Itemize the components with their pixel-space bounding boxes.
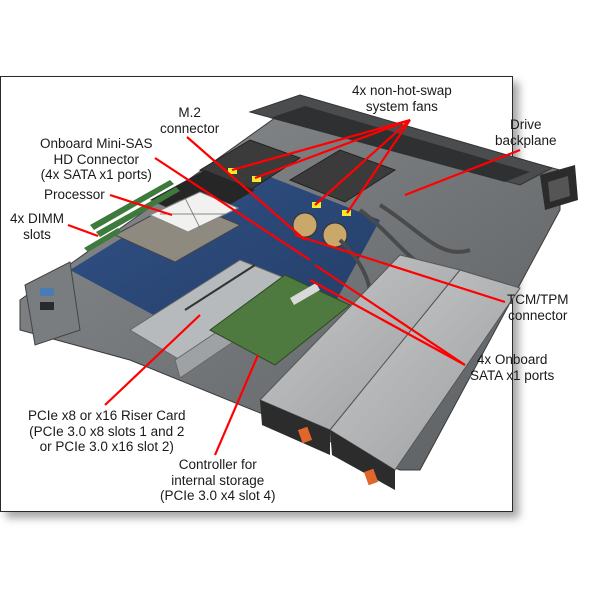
- label-line: slots: [23, 226, 51, 242]
- label-line: Drive: [510, 117, 542, 132]
- label-line: M.2: [178, 105, 201, 120]
- label-tcm-tpm-connector: TCM/TPM connector: [507, 292, 569, 323]
- label-line: connector: [160, 120, 220, 136]
- label-line: SATA x1 ports: [470, 367, 555, 383]
- storage-controller-card: [209, 274, 351, 366]
- label-line: TCM/TPM: [507, 292, 569, 307]
- label-line: Processor: [44, 187, 105, 202]
- label-line: (PCIe 3.0 x4 slot 4): [160, 488, 276, 503]
- label-line: system fans: [365, 98, 438, 114]
- label-line: 4x non-hot-swap: [352, 83, 452, 98]
- label-line: internal storage: [171, 472, 265, 488]
- label-line: PCIe x8 or x16 Riser Card: [28, 408, 186, 423]
- label-line: Onboard Mini-SAS: [40, 136, 153, 151]
- label-line: Controller for: [178, 457, 257, 472]
- label-drive-backplane: Drive backplane: [495, 117, 557, 148]
- power-supplies: [259, 254, 521, 490]
- label-line: backplane: [495, 132, 557, 148]
- label-line: 4x Onboard: [476, 352, 548, 367]
- label-line: HD Connector: [53, 151, 140, 167]
- label-line: or PCIe 3.0 x16 slot 2): [39, 439, 174, 454]
- label-line: connector: [508, 307, 568, 323]
- rear-io: [24, 261, 81, 346]
- label-sata-ports: 4x Onboard SATA x1 ports: [470, 352, 554, 383]
- label-mini-sas-connector: Onboard Mini-SAS HD Connector (4x SATA x…: [40, 136, 153, 183]
- leader-lines: [67, 118, 521, 456]
- system-fans: [198, 139, 397, 248]
- label-line: (4x SATA x1 ports): [40, 167, 152, 182]
- label-m2-connector: M.2 connector: [160, 105, 219, 136]
- label-line: 4x DIMM: [10, 211, 64, 226]
- label-dimm-slots: 4x DIMM slots: [10, 211, 64, 242]
- label-processor: Processor: [44, 187, 105, 203]
- label-line: (PCIe 3.0 x8 slots 1 and 2: [29, 423, 185, 439]
- label-storage-controller: Controller for internal storage (PCIe 3.…: [160, 457, 276, 504]
- dimm-slots: [84, 180, 180, 252]
- label-riser-card: PCIe x8 or x16 Riser Card (PCIe 3.0 x8 s…: [28, 408, 186, 455]
- label-system-fans: 4x non-hot-swap system fans: [352, 83, 452, 114]
